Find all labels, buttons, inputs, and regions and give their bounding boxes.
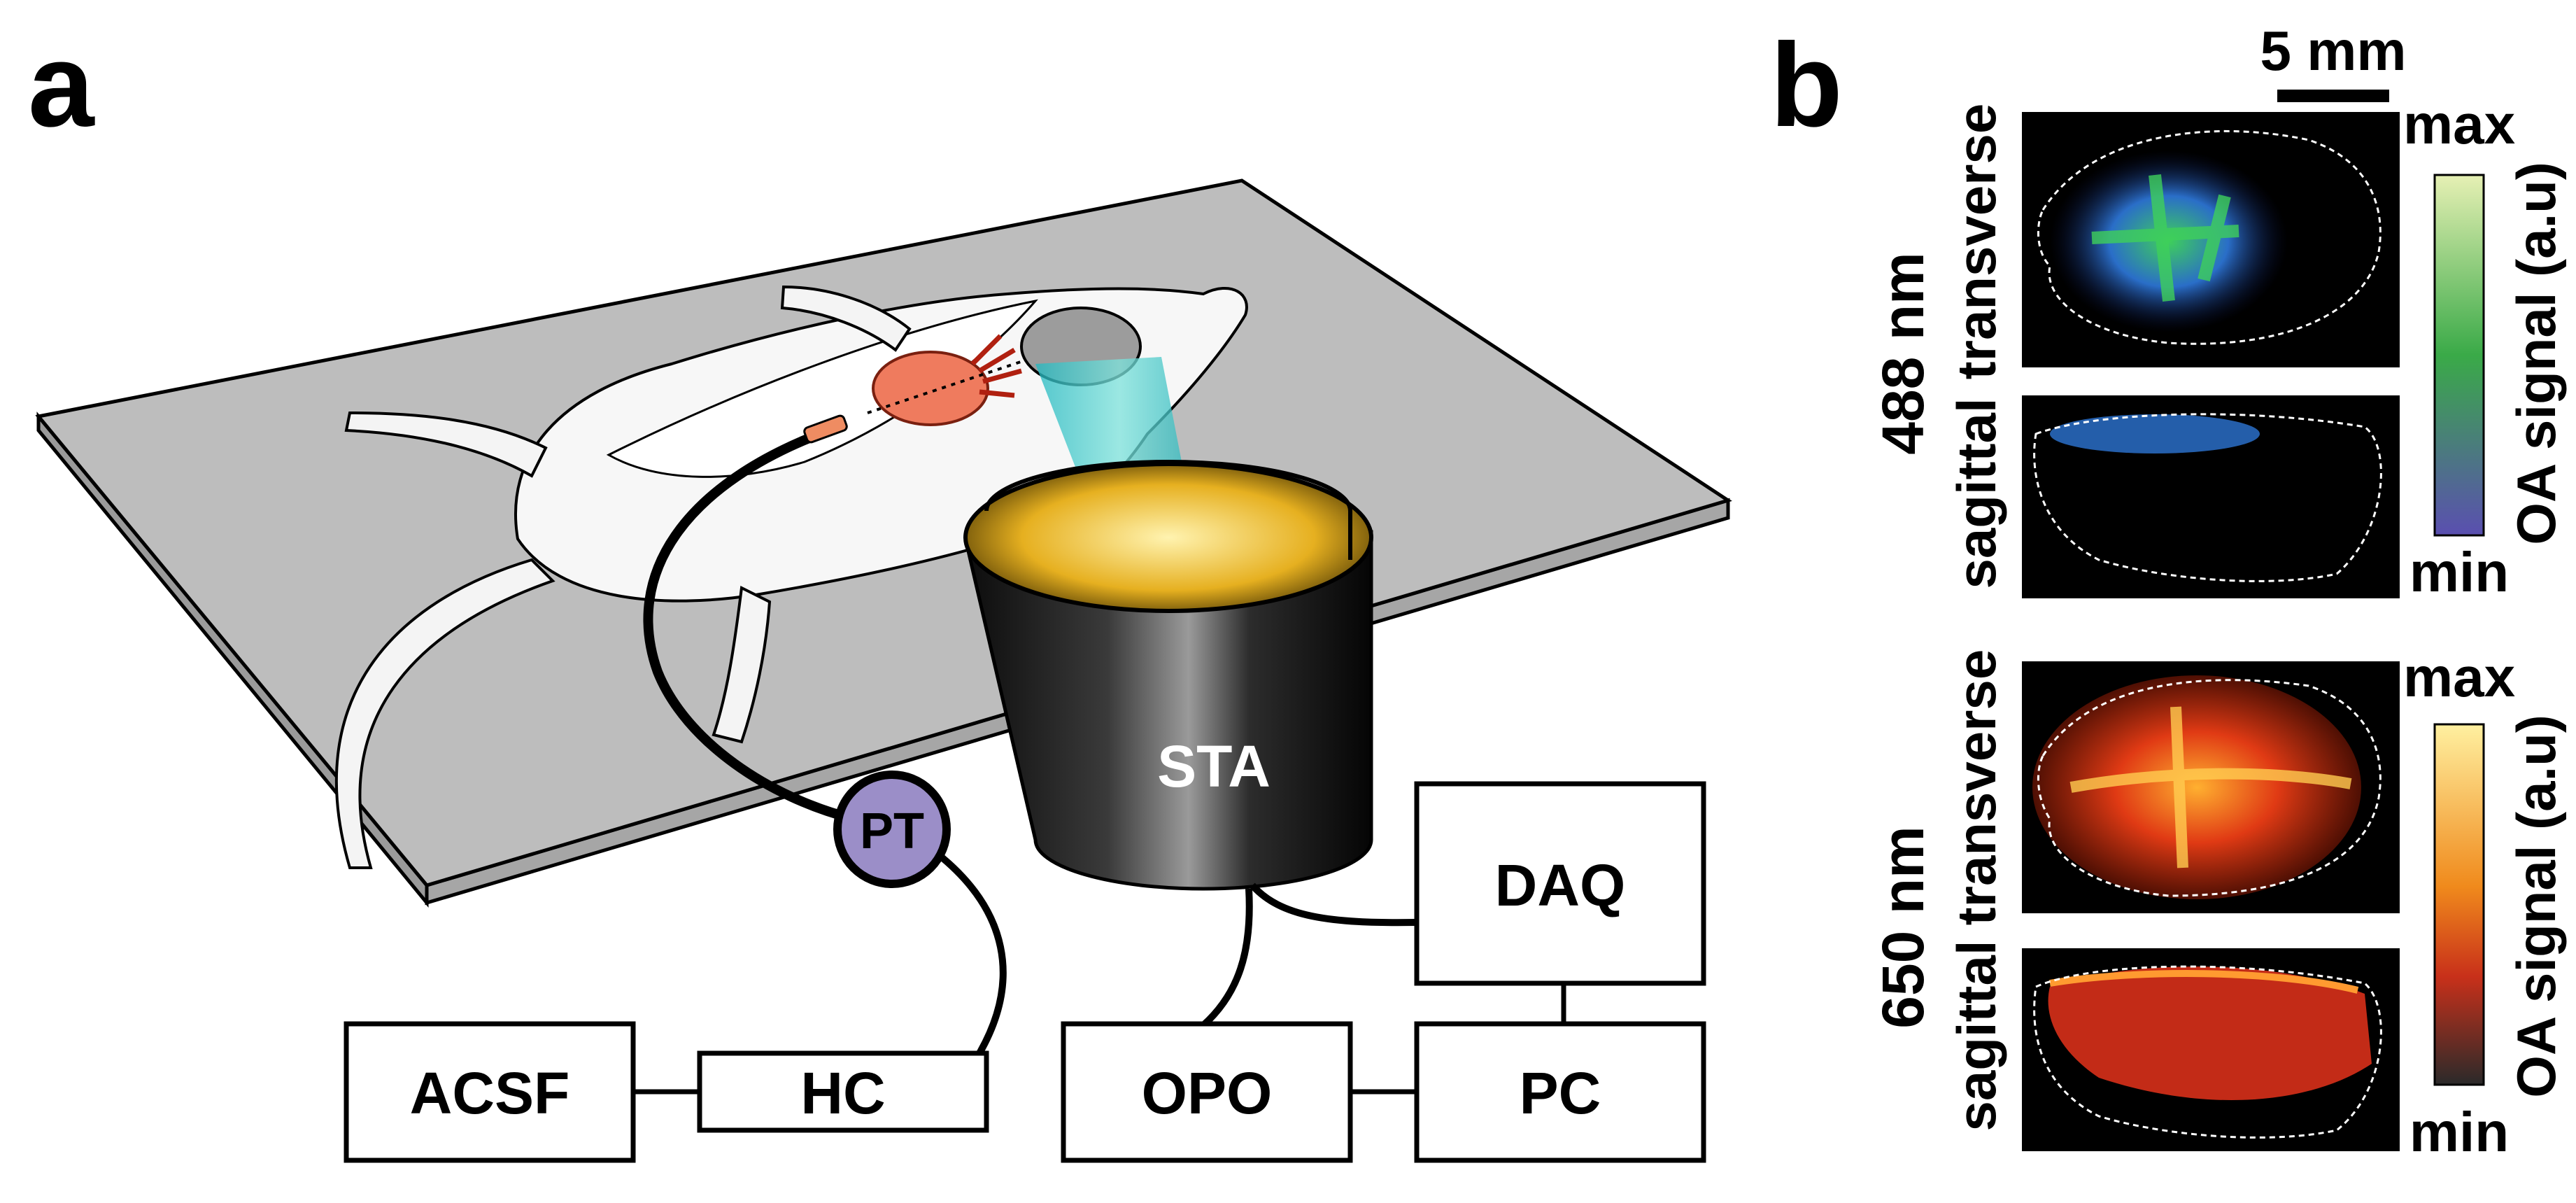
perfusion-tube-to-hc: [935, 851, 1007, 1055]
animal-front-leg-top: [780, 285, 912, 352]
colorbar-green-title: OA signal (a.u): [2505, 162, 2567, 545]
colorbar-red-title: OA signal (a.u): [2505, 715, 2567, 1098]
view-label-transverse-488: transverse: [1946, 104, 2007, 380]
heart-vessels: [970, 334, 1022, 398]
scale-bar-label: 5 mm: [2260, 20, 2407, 82]
sta-opo-cable: [1201, 888, 1253, 1028]
cannula-tip: [803, 414, 848, 444]
colorbar-red-min: min: [2409, 1101, 2509, 1163]
animal-hind-leg: [344, 411, 548, 478]
colorbar-red-max: max: [2403, 646, 2515, 708]
colorbar-green-max: max: [2403, 93, 2515, 155]
panel-label-b: b: [1770, 19, 1843, 152]
colorbar-green-min: min: [2409, 541, 2509, 603]
hc-label: HC: [800, 1060, 885, 1126]
sta-label: STA: [1157, 733, 1271, 799]
view-label-transverse-650: transverse: [1946, 649, 2007, 926]
acsf-box: [344, 1021, 636, 1163]
sta-rim-ring: [984, 460, 1352, 560]
pc-box: [1414, 1021, 1706, 1163]
sta-cylinder-body: [963, 530, 1373, 891]
view-label-sagittal-650: sagittal: [1946, 940, 2007, 1131]
heart: [872, 351, 989, 426]
pt-label: PT: [860, 803, 924, 859]
image-sagittal-488: [2022, 395, 2400, 598]
opo-label: OPO: [1142, 1060, 1273, 1126]
daq-label: DAQ: [1495, 852, 1626, 918]
colorbar-green: [2433, 174, 2485, 537]
perfusion-tube: [643, 425, 855, 824]
pt-circle: [833, 771, 951, 888]
pc-label: PC: [1520, 1060, 1601, 1126]
panel-label-a: a: [28, 19, 95, 152]
daq-box: [1414, 781, 1706, 986]
colorbar-red: [2433, 723, 2485, 1086]
sta-daq-cable: [1250, 882, 1417, 927]
image-transverse-488: [2022, 112, 2400, 367]
wavelength-650-label: 650 nm: [1870, 826, 1936, 1029]
view-label-sagittal-488: sagittal: [1946, 398, 2007, 589]
animal-tail: [334, 558, 555, 869]
opo-box: [1061, 1021, 1353, 1163]
acsf-label: ACSF: [410, 1060, 570, 1126]
image-sagittal-650: [2022, 948, 2400, 1151]
wavelength-488-label: 488 nm: [1870, 252, 1936, 455]
image-transverse-650: [2022, 661, 2400, 913]
hc-box: [697, 1050, 989, 1133]
animal-front-leg-bottom: [712, 585, 772, 744]
cannula-dotted-line: [867, 349, 1057, 414]
sta-cup-inner: [963, 462, 1373, 613]
